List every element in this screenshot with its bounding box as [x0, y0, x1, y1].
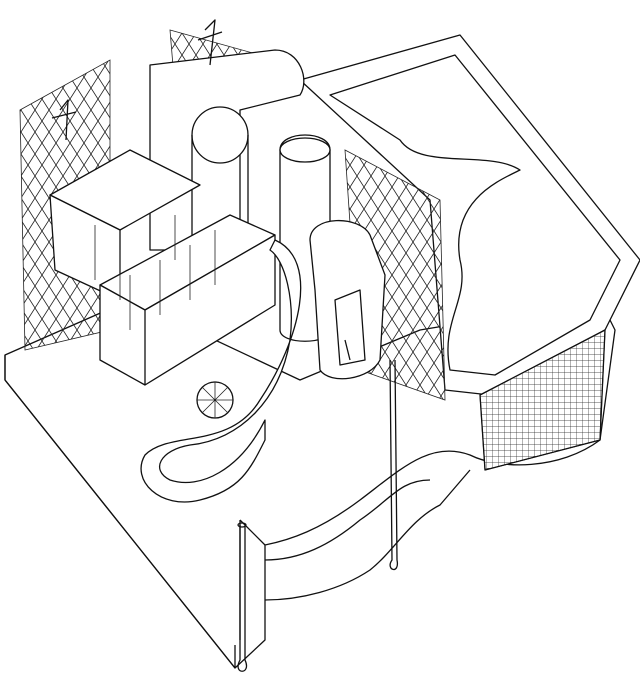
drip-column-left-top: [237, 522, 247, 528]
front-building-partitions: [94, 215, 216, 330]
spiral-ramp: [140, 239, 302, 503]
ground-slab-edge: [4, 355, 266, 669]
facade-grid: [479, 329, 606, 471]
lower-terrace: [264, 469, 471, 601]
sculptural-tower-interior: [334, 289, 366, 366]
drip-column-left: [237, 525, 248, 672]
sculptural-tower: [309, 219, 386, 380]
spiral-stair-steps: [197, 382, 233, 418]
antenna-left: [51, 99, 77, 141]
drip-column-center: [389, 359, 399, 571]
right-block-roof-inner: [329, 54, 621, 376]
round-tower: [191, 106, 249, 164]
antenna-top: [197, 19, 223, 66]
cylinder-top: [279, 137, 331, 163]
